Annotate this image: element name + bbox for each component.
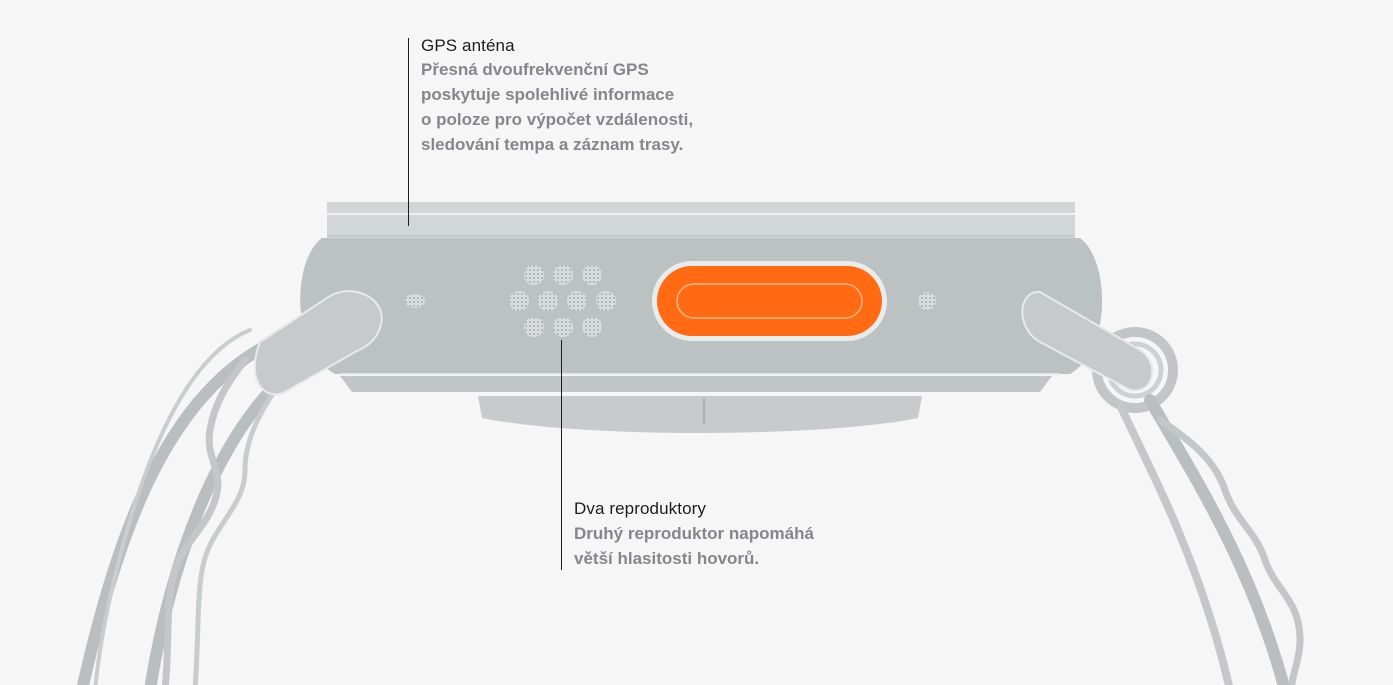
speakers-callout-body: Druhý reproduktor napomáhá větší hlasito… xyxy=(574,521,814,571)
microphone-hole-right xyxy=(918,292,936,310)
gps-callout-line: poskytuje spolehlivé informace xyxy=(421,85,675,104)
speakers-callout-line: větší hlasitosti hovorů. xyxy=(574,549,760,568)
gps-callout-title: GPS anténa xyxy=(421,36,515,55)
speakers-callout-title: Dva reproduktory xyxy=(574,499,706,518)
left-lug xyxy=(253,290,383,396)
gps-callout-line: o poloze pro výpočet vzdálenosti, xyxy=(421,110,694,129)
action-button xyxy=(652,261,887,341)
gps-callout-line: sledování tempa a záznam trasy. xyxy=(421,135,684,154)
microphone-hole-left xyxy=(405,294,425,308)
speaker-grille xyxy=(509,265,616,337)
gps-callout-body: Přesná dvoufrekvenční GPS poskytuje spol… xyxy=(421,57,693,157)
gps-leader-line xyxy=(408,38,409,226)
watch-case xyxy=(253,202,1154,433)
gps-callout-line: Přesná dvoufrekvenční GPS xyxy=(421,60,649,79)
right-lug xyxy=(1021,290,1154,392)
left-band xyxy=(76,328,296,685)
speakers-callout-line: Druhý reproduktor napomáhá xyxy=(574,524,814,543)
speakers-leader-line xyxy=(561,340,562,570)
